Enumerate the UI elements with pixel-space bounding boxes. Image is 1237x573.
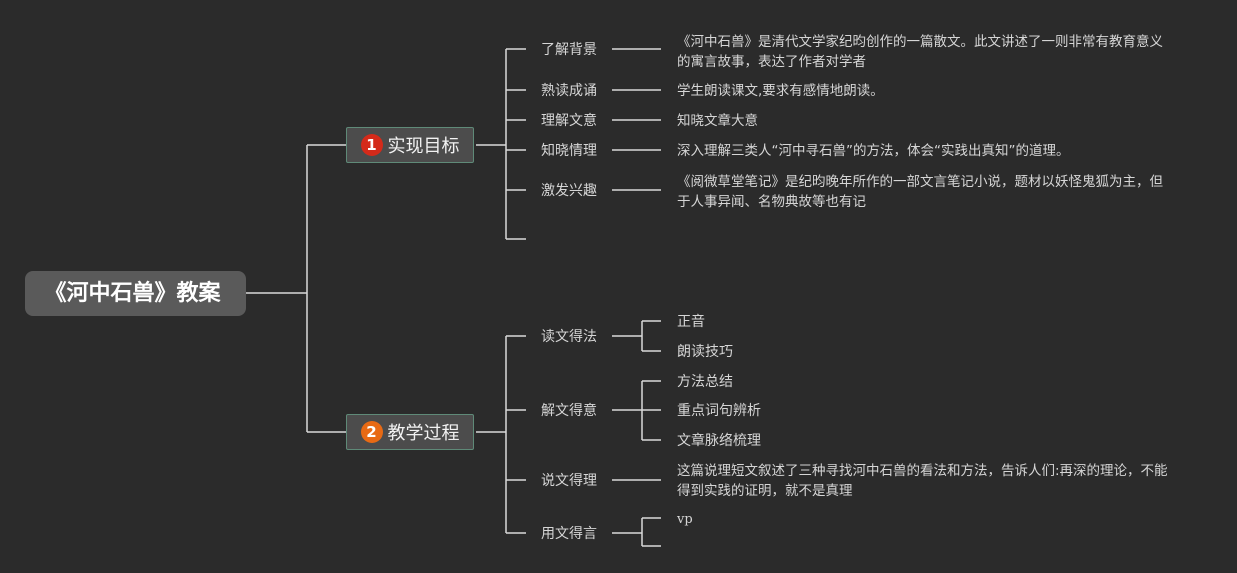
subsub-reading-skills[interactable]: 朗读技巧: [677, 344, 733, 360]
note-interest: 《阅微草堂笔记》是纪昀晚年所作的一部文言笔记小说，题材以妖怪鬼狐为主，但于人事异…: [677, 174, 1163, 210]
branch-topic-goals[interactable]: 1 实现目标: [346, 127, 474, 163]
note-reason: 深入理解三类人“河中寻石兽”的方法，体会“实践出真知”的道理。: [677, 143, 1070, 159]
connector-branch2-subs-2: [612, 380, 661, 441]
subtopic-meaning[interactable]: 理解文意: [541, 113, 597, 129]
subsub-structure[interactable]: 文章脉络梳理: [677, 433, 761, 449]
connector-branch2-children: [476, 335, 526, 534]
note-background: 《河中石兽》是清代文学家纪昀创作的一篇散文。此文讲述了一则非常有教育意义的寓言故…: [677, 34, 1163, 70]
note-meaning: 知晓文章大意: [677, 113, 758, 129]
note-recite: 学生朗读课文,要求有感情地朗读。: [677, 83, 884, 99]
subtopic-explain-reason[interactable]: 说文得理: [541, 473, 597, 489]
connector-branch2-subs-4: [612, 517, 661, 547]
connector-branch2-subs-1: [612, 320, 661, 352]
root-topic[interactable]: 《河中石兽》教案: [25, 271, 246, 316]
connector-root-branches: [246, 144, 346, 433]
branch-label: 教学过程: [387, 423, 460, 444]
subtopic-background[interactable]: 了解背景: [541, 42, 597, 58]
subtopic-interest[interactable]: 激发兴趣: [541, 183, 597, 199]
connector-branch1-children: [476, 48, 526, 240]
subtopic-reason[interactable]: 知晓情理: [541, 143, 597, 159]
subsub-vp[interactable]: vp: [677, 512, 693, 527]
subtopic-recite[interactable]: 熟读成诵: [541, 83, 597, 99]
subtopic-apply-language[interactable]: 用文得言: [541, 526, 597, 542]
note-explain-reason: 这篇说理短文叙述了三种寻找河中石兽的看法和方法，告诉人们:再深的理论，不能得到实…: [677, 463, 1168, 499]
connector-branch1-notes: [612, 48, 661, 191]
subsub-key-words[interactable]: 重点词句辨析: [677, 403, 761, 419]
subsub-method-summary[interactable]: 方法总结: [677, 374, 733, 390]
branch-topic-process[interactable]: 2 教学过程: [346, 414, 474, 450]
subtopic-understand-meaning[interactable]: 解文得意: [541, 403, 597, 419]
subsub-pronunciation[interactable]: 正音: [677, 314, 705, 330]
number-badge-1: 1: [360, 134, 383, 156]
number-badge-2: 2: [360, 421, 383, 443]
subtopic-read-method[interactable]: 读文得法: [541, 329, 597, 345]
branch-label: 实现目标: [387, 136, 460, 157]
